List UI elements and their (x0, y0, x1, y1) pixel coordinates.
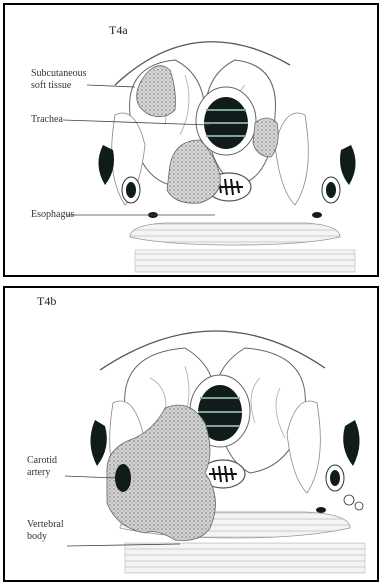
carotid-left (90, 420, 106, 466)
label-esophagus: Esophagus (31, 210, 74, 220)
label-vertebral-line2: body (27, 532, 47, 542)
neck-cross-section-t4b (5, 288, 377, 580)
tumor-right (253, 118, 278, 157)
label-carotid: Carotid (27, 456, 57, 466)
label-carotid-line2: artery (27, 468, 50, 478)
panel-t4b: T4b Carotid artery Vertebral body (3, 286, 379, 582)
label-subcutaneous: Subcutaneous (31, 69, 87, 79)
label-subcutaneous-line2: soft tissue (31, 81, 71, 91)
vertebral-body (130, 223, 340, 245)
neck-cross-section-t4a (5, 5, 377, 275)
label-trachea: Trachea (31, 115, 63, 125)
carotid-left (98, 145, 114, 185)
panel-title-t4a: T4a (109, 23, 128, 38)
panel-t4a: T4a Subcutaneous soft tissue Trachea Eso… (3, 3, 379, 277)
label-vertebral: Vertebral (27, 520, 64, 530)
carotid-right (340, 145, 356, 185)
encased-carotid (115, 464, 131, 492)
panel-title-t4b: T4b (37, 294, 56, 309)
carotid-right (343, 420, 359, 466)
